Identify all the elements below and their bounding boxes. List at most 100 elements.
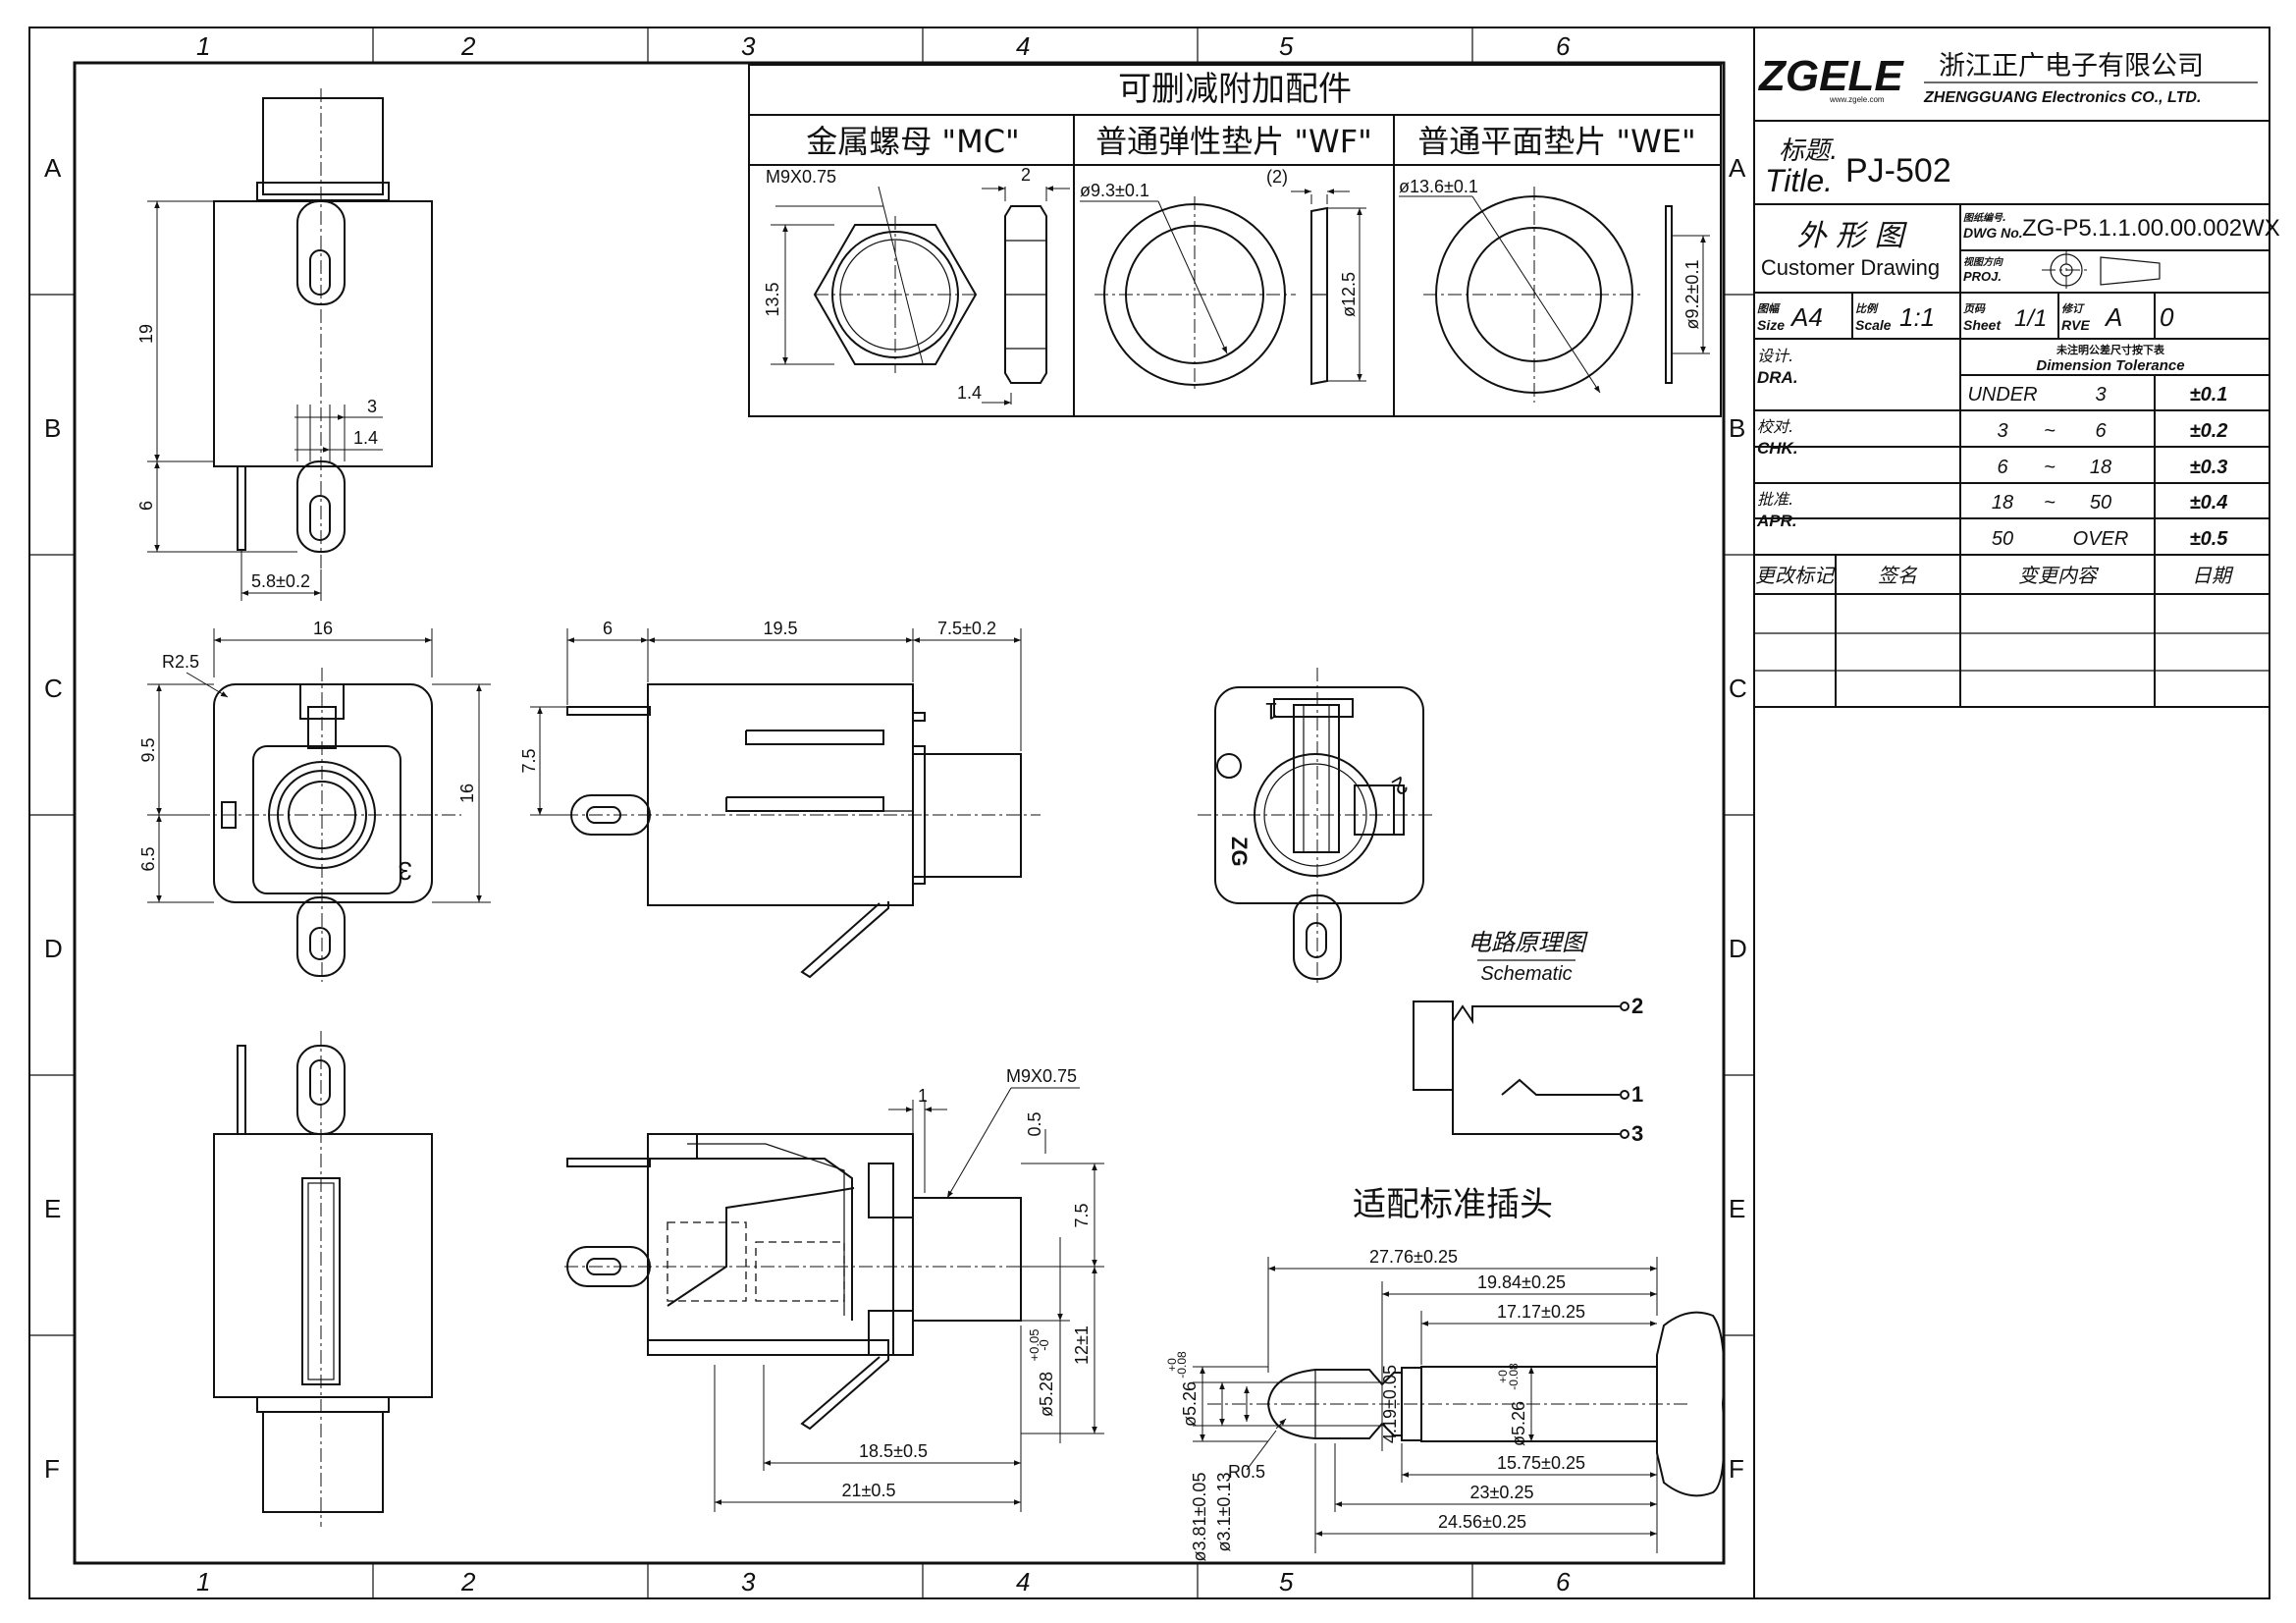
nut-thickness-dim: 2 <box>1021 165 1031 185</box>
spring-washer-inner-dim: ø9.3±0.1 <box>1080 181 1149 200</box>
grid-col-5: 5 <box>1279 31 1294 61</box>
section-shoulder-dim: 1 <box>918 1086 928 1106</box>
tolerance-sep: ~ <box>2044 457 2056 478</box>
grid-row-a-right: A <box>1729 153 1746 183</box>
tolerance-title-cn: 未注明公差尺寸按下表 <box>2056 343 2165 356</box>
title-block: ZGELE www.zgele.com 浙江正广电子有限公司 ZHENGGUAN… <box>1754 51 2280 708</box>
rev-header-signature: 签名 <box>1878 564 1918 587</box>
drawing-type-cn: 外 形 图 <box>1796 219 1907 253</box>
grid-row-c: C <box>44 674 63 703</box>
grid-row-e-right: E <box>1729 1194 1745 1223</box>
section-bore-dim: ø5.28 <box>1037 1372 1056 1417</box>
rear-pin-mark-1: 1 <box>1265 697 1278 724</box>
grid-col-4-bottom: 4 <box>1016 1567 1030 1596</box>
company-logo: ZGELE <box>1757 52 1904 100</box>
tolerance-from: UNDER <box>1967 384 2037 406</box>
grid-row-a: A <box>44 153 62 183</box>
spring-washer-thickness-dim: (2) <box>1266 167 1288 187</box>
grid-row-f: F <box>44 1454 60 1484</box>
grid-col-6: 6 <box>1556 31 1571 61</box>
rear-view: 1 2 ZG <box>1198 668 1433 987</box>
schematic-pin-2: 2 <box>1631 994 1643 1018</box>
drawing-number: ZG-P5.1.1.00.00.002WX <box>2022 215 2280 242</box>
size-label-cn: 图幅 <box>1757 302 1781 315</box>
section-overall-dim: 21±0.5 <box>842 1481 896 1500</box>
tolerance-value: ±0.4 <box>2190 492 2228 514</box>
plug-groove-dim: 4.19±0.05 <box>1380 1365 1400 1443</box>
nut-label: 金属螺母 "MC" <box>806 123 1020 160</box>
schematic-pin-3: 3 <box>1631 1121 1643 1146</box>
top-upper-dim: 9.5 <box>138 737 158 762</box>
rev-label-en: RVE <box>2061 317 2090 333</box>
nut-drawing: M9X0.75 13.5 2 1.4 <box>763 165 1070 406</box>
top-width-dim: 16 <box>313 619 333 638</box>
plug-sleeve-length-dim: 17.17±0.25 <box>1497 1302 1585 1322</box>
schematic-title: 电路原理图 <box>1468 929 1588 956</box>
flat-washer-inner-dim: ø9.2±0.1 <box>1682 260 1702 330</box>
tolerance-row: 18 ~ 50 ±0.4 <box>1992 492 2228 514</box>
section-bore-tol-upper: +0.05 <box>1027 1329 1041 1362</box>
flat-washer-outer-dim: ø13.6±0.1 <box>1399 177 1478 196</box>
title-label-cn: 标题. <box>1779 136 1838 166</box>
rev-label-cn: 修订 <box>2061 302 2085 315</box>
grid-row-d: D <box>44 934 63 963</box>
plug-tip-tol-lower: -0.08 <box>1175 1351 1189 1379</box>
spring-washer-drawing: ø9.3±0.1 (2) ø12.5 <box>1080 167 1366 393</box>
side-body-dim: 19.5 <box>763 619 797 638</box>
tolerance-to: 3 <box>2095 384 2106 406</box>
front-height-dim: 19 <box>136 324 156 344</box>
grid-col-1-bottom: 1 <box>196 1567 210 1596</box>
front-slot-dim: 1.4 <box>353 428 378 448</box>
grid-row-b: B <box>44 413 61 443</box>
tolerance-row: 3 ~ 6 ±0.2 <box>1997 420 2227 442</box>
flat-washer-drawing: ø13.6±0.1 ø9.2±0.1 <box>1399 177 1710 403</box>
grid-col-3: 3 <box>741 31 756 61</box>
role-checker-en: CHK. <box>1757 439 1798 458</box>
flat-washer-label: 普通平面垫片 "WE" <box>1417 123 1695 160</box>
tolerance-to: 50 <box>2090 492 2111 514</box>
size-value: A4 <box>1789 302 1823 332</box>
rev-number: 0 <box>2160 302 2174 332</box>
title-label-en: Title. <box>1765 163 1833 198</box>
grid-col-3-bottom: 3 <box>741 1567 756 1596</box>
side-thread-dim: 7.5±0.2 <box>937 619 996 638</box>
grid-col-2-bottom: 2 <box>460 1567 476 1596</box>
dwg-label-en: DWG No. <box>1963 225 2023 241</box>
tolerance-to: OVER <box>2073 528 2129 550</box>
schematic-subtitle: Schematic <box>1480 963 1572 985</box>
dwg-label-cn: 图纸编号. <box>1963 212 2006 224</box>
plug-shaft-length-dim: 19.84±0.25 <box>1477 1272 1566 1292</box>
scale-label-en: Scale <box>1855 317 1892 333</box>
front-view: 19 6 3 1.4 5.8±0.2 <box>136 88 433 601</box>
role-designer-cn: 设计. <box>1757 347 1793 365</box>
nut-chamfer-dim: 1.4 <box>957 383 982 403</box>
grid-row-e: E <box>44 1194 61 1223</box>
tolerance-value: ±0.5 <box>2190 528 2229 550</box>
tolerance-from: 6 <box>1997 457 2008 478</box>
section-length-dim: 18.5±0.5 <box>859 1441 928 1461</box>
plug-sleeve-tol-lower: -0.08 <box>1507 1363 1521 1390</box>
top-radius-dim: R2.5 <box>162 652 199 672</box>
plug-sleeve-diameter-dim: ø5.26 <box>1509 1401 1528 1446</box>
company-logo-url: www.zgele.com <box>1829 95 1885 104</box>
schematic-pin-1: 1 <box>1631 1082 1643 1107</box>
tolerance-row: 50 OVER ±0.5 <box>1992 528 2228 550</box>
company-name-en: ZHENGGUANG Electronics CO., LTD. <box>1923 89 2201 106</box>
section-flange-dim: 0.5 <box>1025 1111 1044 1136</box>
accessories-title: 可删减附加配件 <box>1118 70 1352 109</box>
plug-tip-radius-dim: R0.5 <box>1228 1462 1265 1482</box>
grid-row-f-right: F <box>1729 1454 1744 1484</box>
bottom-view <box>213 1031 433 1527</box>
top-lower-dim: 6.5 <box>138 846 158 871</box>
scale-value: 1:1 <box>1899 302 1935 332</box>
grid-row-c-right: C <box>1729 674 1747 703</box>
plug-tip-diameter-dim: ø5.26 <box>1180 1381 1200 1427</box>
plug-overall-dim: 24.56±0.25 <box>1438 1512 1526 1532</box>
top-depth-dim: 16 <box>457 784 477 803</box>
rev-value: A <box>2104 302 2122 332</box>
rev-header-mark: 更改标记 <box>1755 564 1836 587</box>
tolerance-to: 18 <box>2090 457 2111 478</box>
frame: 1 2 3 4 5 6 1 2 3 4 5 6 A B C D E F A B … <box>28 27 2270 1599</box>
schematic: 电路原理图 Schematic 2 1 3 <box>1413 929 1643 1146</box>
